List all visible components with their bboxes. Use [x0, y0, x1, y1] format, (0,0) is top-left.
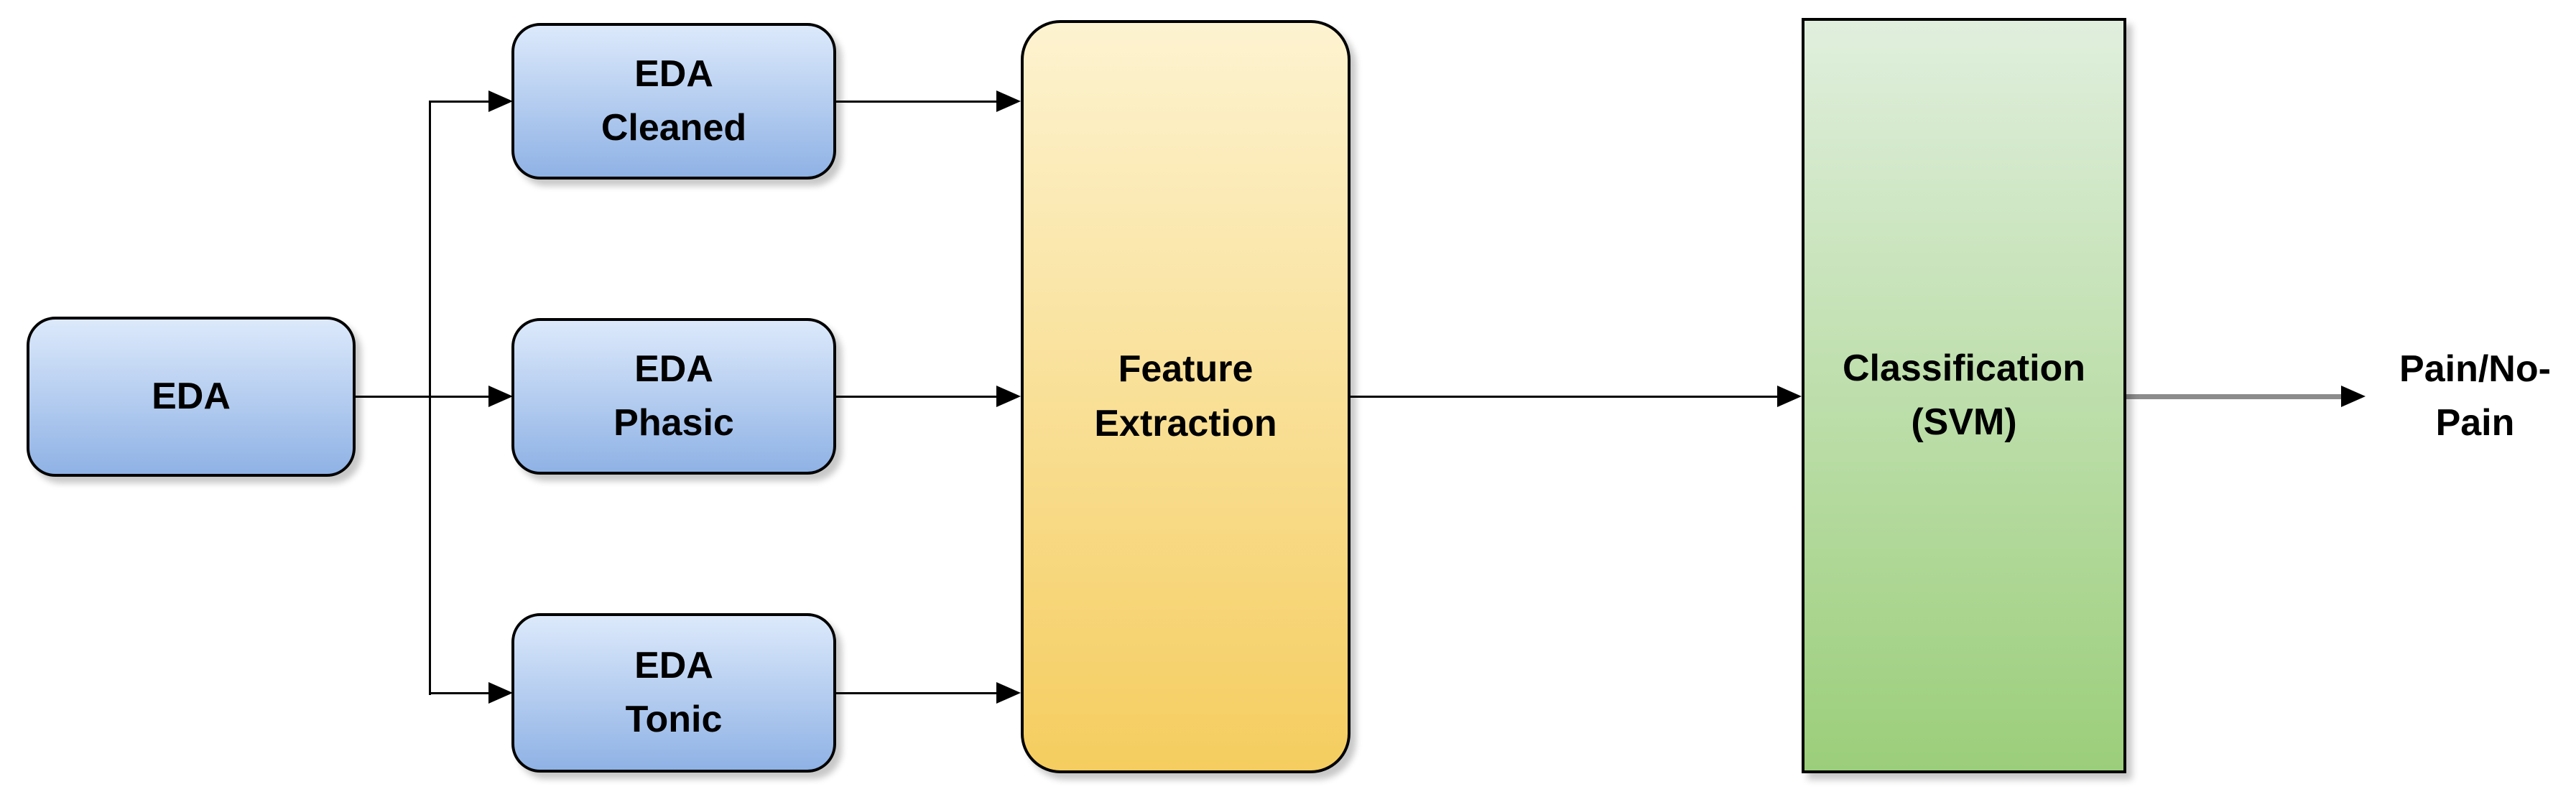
arrowhead-to-phasic [488, 386, 513, 407]
arrowhead-classification-to-output [2341, 386, 2366, 407]
connector-classification-to-output [2126, 393, 2342, 399]
node-feature-extraction: Feature Extraction [1021, 20, 1350, 773]
connector-cleaned-to-feature [836, 100, 998, 103]
node-eda: EDA [27, 317, 356, 477]
connector-feature-to-classification [1350, 395, 1779, 398]
node-eda-cleaned-label: EDA Cleaned [601, 52, 747, 149]
node-eda-label: EDA [152, 375, 231, 417]
node-eda-tonic-label: EDA Tonic [625, 644, 723, 740]
arrowhead-cleaned-to-feature [996, 90, 1021, 112]
arrowhead-feature-to-classification [1777, 386, 1802, 407]
node-eda-phasic: EDA Phasic [511, 318, 836, 475]
arrowhead-phasic-to-feature [996, 386, 1021, 407]
node-classification-svm-label: Classification (SVM) [1842, 347, 2086, 443]
node-eda-phasic-label: EDA Phasic [613, 348, 734, 444]
node-feature-extraction-label: Feature Extraction [1094, 348, 1277, 444]
output-label: Pain/No- Pain [2399, 348, 2551, 444]
connector-eda-out [356, 395, 492, 398]
node-eda-tonic: EDA Tonic [511, 613, 836, 773]
node-eda-cleaned: EDA Cleaned [511, 23, 836, 179]
arrowhead-tonic-to-feature [996, 682, 1021, 704]
connector-split-vertical [428, 100, 431, 695]
arrowhead-to-tonic [488, 682, 513, 704]
connector-branch-cleaned [430, 100, 490, 103]
connector-phasic-to-feature [836, 395, 998, 398]
connector-branch-tonic [430, 691, 490, 694]
node-classification-svm: Classification (SVM) [1802, 18, 2126, 773]
arrowhead-to-cleaned [488, 90, 513, 112]
connector-tonic-to-feature [836, 691, 998, 694]
